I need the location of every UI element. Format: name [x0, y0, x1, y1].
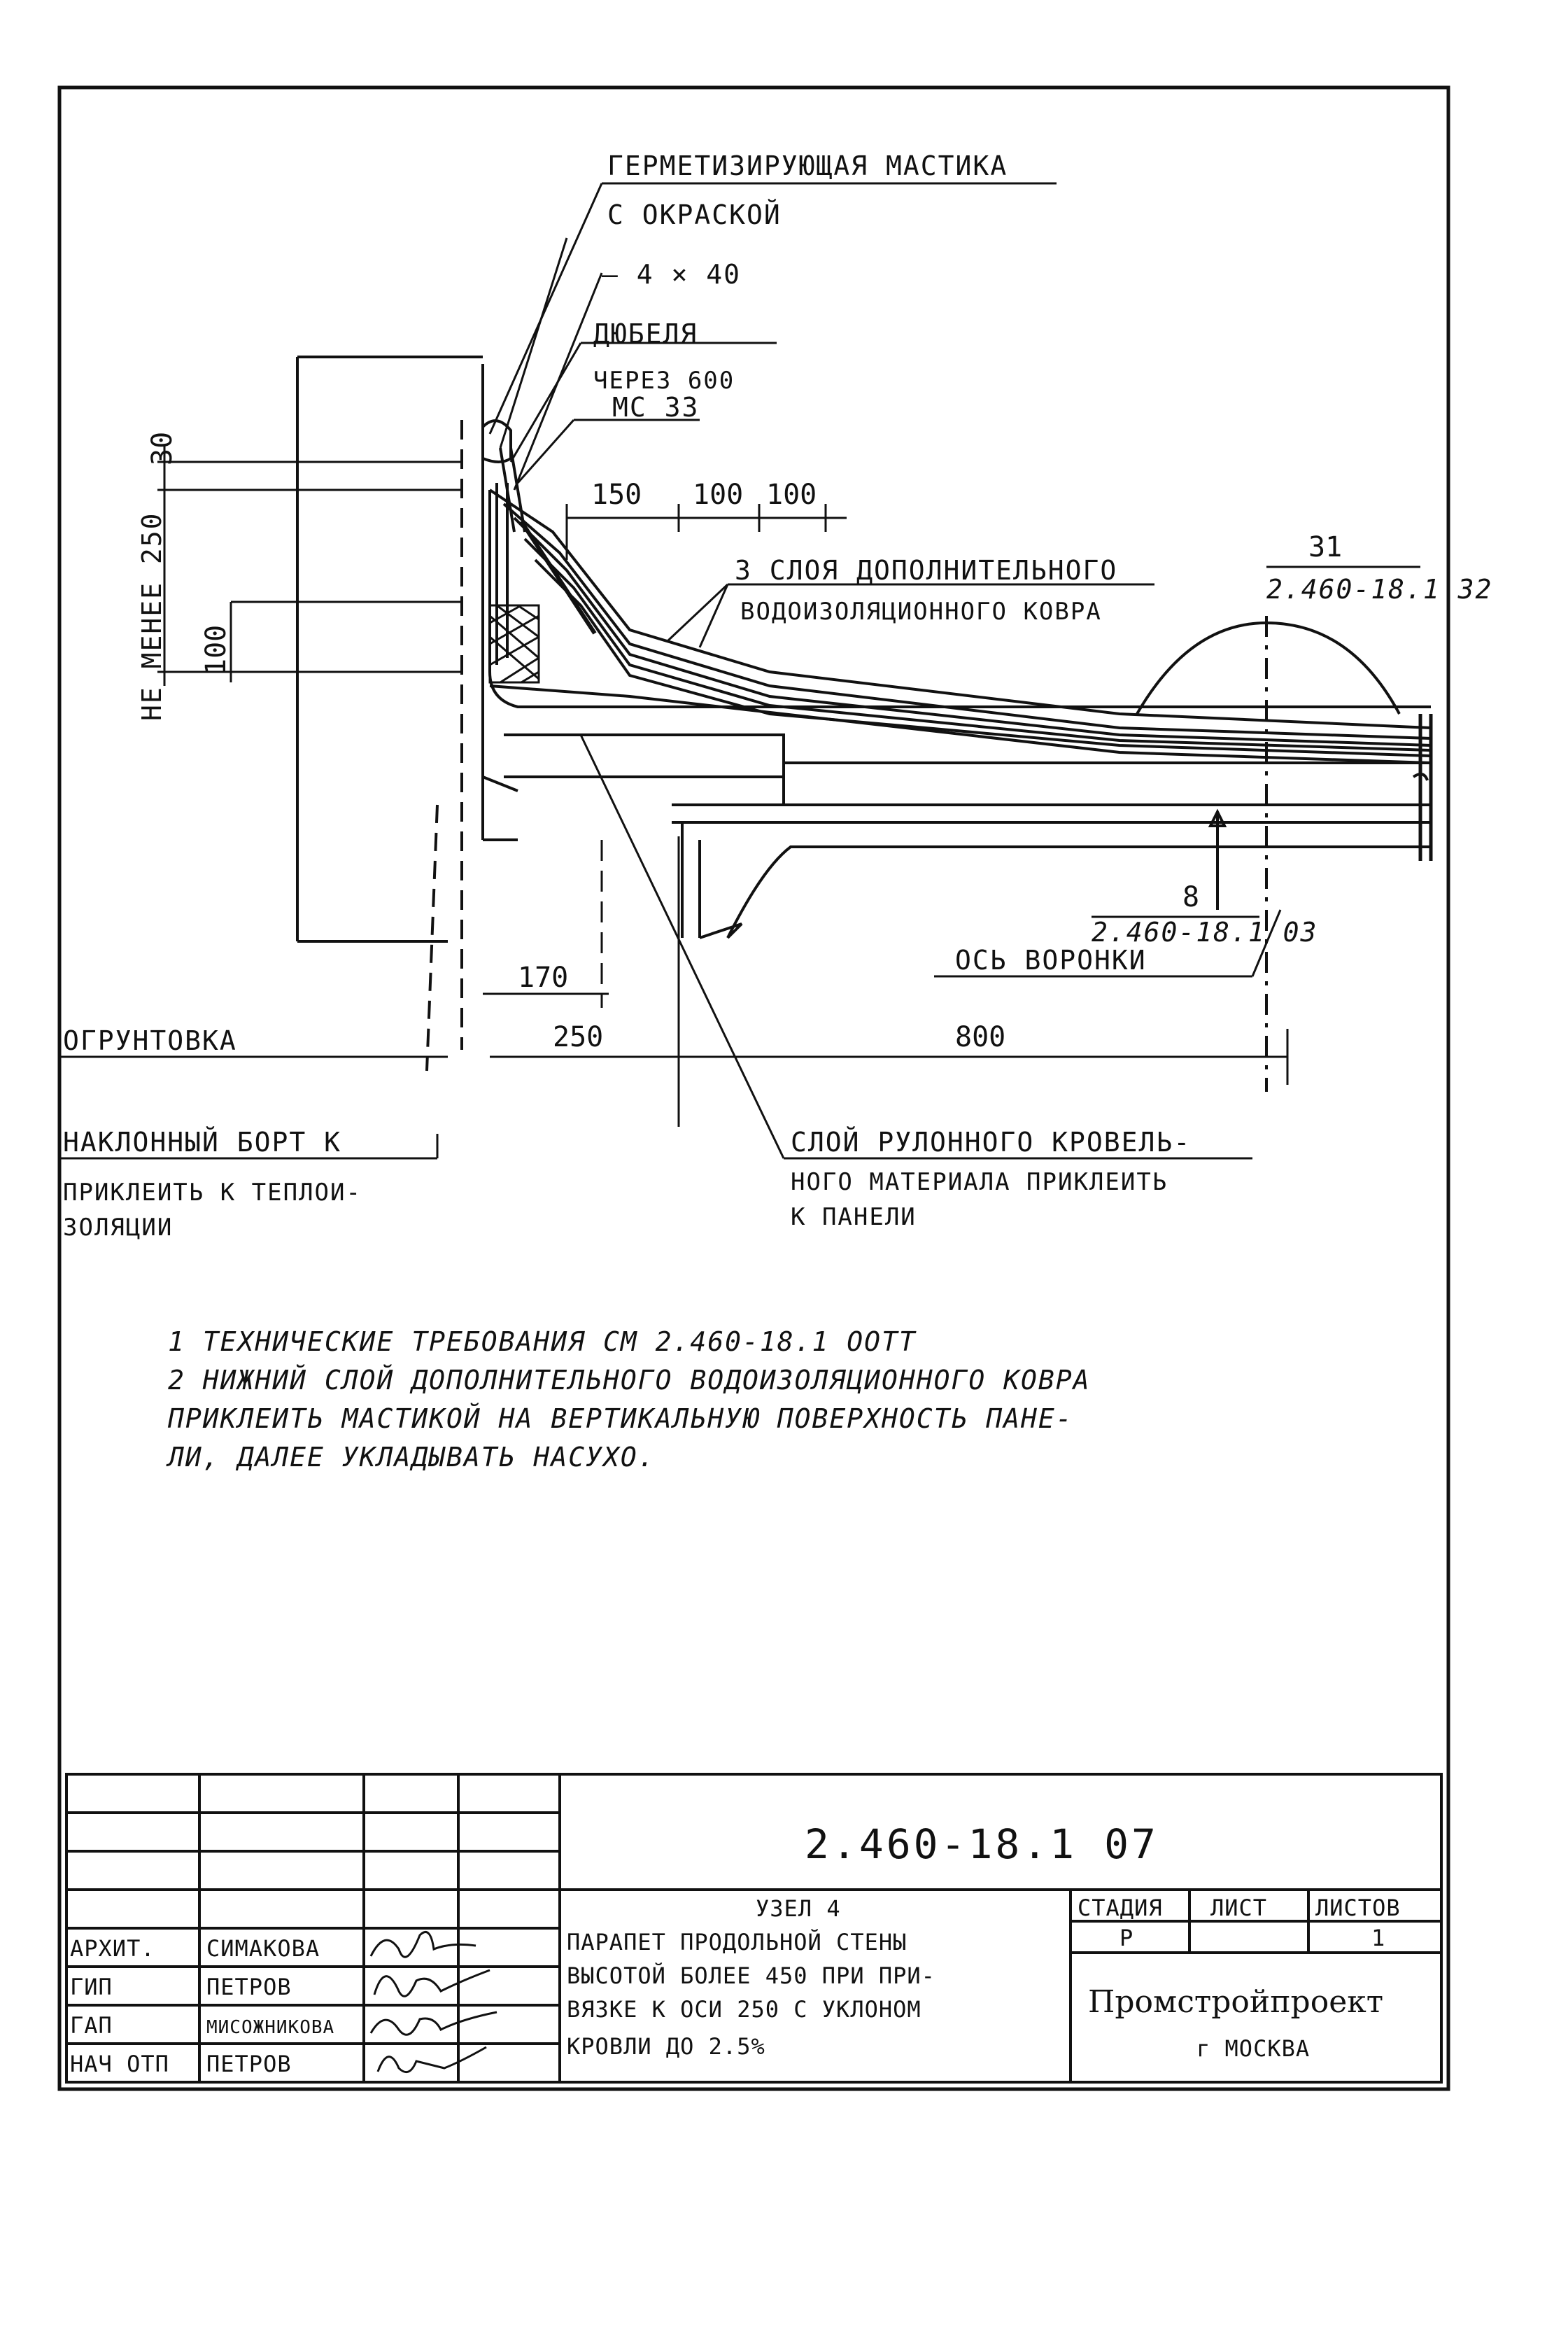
inclined-board-label-2: ПРИКЛЕИТЬ К ТЕПЛОИ- [63, 1179, 362, 1207]
stage-header: СТАДИЯ [1078, 1895, 1163, 1921]
sheets-value: 1 [1371, 1925, 1385, 1951]
roll-layer-label-1: СЛОЙ РУЛОННОГО КРОВЕЛЬ- [791, 1127, 1191, 1158]
ref8-sheet: 2.460-18.1 03 [1092, 917, 1318, 948]
roll-layer-label-2: НОГО МАТЕРИАЛА ПРИКЛЕИТЬ [791, 1168, 1168, 1196]
dimension-lines [157, 444, 1289, 1127]
sheets-header: ЛИСТОВ [1315, 1895, 1401, 1921]
dim-100b: 100 [766, 479, 817, 511]
signer-name-3: МИСОЖНИКОВА [206, 2017, 334, 2038]
height-min-label: НЕ МЕНЕЕ 250 [136, 512, 167, 721]
title-line-4: ВЯЗКЕ К ОСИ 250 С УКЛОНОМ [567, 1996, 921, 2023]
roof-panel-and-beam [481, 714, 1433, 939]
organization-name: Промстройпроект [1088, 1984, 1383, 2020]
ref31-number: 31 [1308, 531, 1342, 563]
funnel-axis-label: ОСЬ ВОРОНКИ [955, 945, 1147, 976]
extra-layers-label-2: ВОДОИЗОЛЯЦИОННОГО КОВРА [740, 598, 1102, 626]
signer-name-4: ПЕТРОВ [206, 2051, 292, 2077]
title-line-3: ВЫСОТОЙ БОЛЕЕ 450 ПРИ ПРИ- [567, 1962, 935, 1989]
dim-30: 30 [146, 432, 178, 465]
title-block [65, 1773, 1443, 2084]
note-1: 1 ТЕХНИЧЕСКИЕ ТРЕБОВАНИЯ СМ 2.460-18.1 О… [168, 1326, 917, 1357]
note-2-cont-2: ЛИ, ДАЛЕЕ УКЛАДЫВАТЬ НАСУХО. [166, 1442, 656, 1473]
signer-role-2: ГИП [70, 1974, 113, 2000]
signer-role-3: ГАП [70, 2012, 113, 2039]
handwritten-signatures [369, 1931, 497, 2074]
dim-170: 170 [518, 962, 568, 994]
title-line-1: УЗЕЛ 4 [756, 1895, 841, 1922]
signer-role-1: АРХИТ. [70, 1935, 155, 1962]
ref8-number: 8 [1182, 881, 1199, 913]
sealant-label-1: ГЕРМЕТИЗИРУЮЩАЯ МАСТИКА [607, 150, 1008, 181]
sealant-label-2: С ОКРАСКОЙ [607, 199, 782, 230]
parapet-wall [296, 356, 484, 1072]
axis-bubble [652, 1121, 705, 1174]
signer-role-4: НАЧ ОТП [70, 2051, 169, 2077]
dim-250: 250 [553, 1021, 603, 1053]
stage-value: Р [1120, 1925, 1133, 1951]
leader-lines [59, 182, 1282, 1160]
dowels-label-2: ЧЕРЕЗ 600 [593, 367, 735, 395]
mastic-label: МС 33 [612, 392, 699, 423]
dim-100-vertical: 100 [200, 625, 232, 675]
organization-city: г МОСКВА [1196, 2035, 1310, 2062]
funnel-arc [1136, 616, 1401, 1092]
roll-layer-label-3: К ПАНЕЛИ [791, 1203, 917, 1231]
dim-100a: 100 [693, 479, 743, 511]
strip-label: — 4 × 40 [602, 259, 741, 290]
insulation-block [488, 604, 540, 684]
roof-layers [488, 483, 1432, 764]
signer-name-1: СИМАКОВА [206, 1935, 320, 1962]
title-line-2: ПАРАПЕТ ПРОДОЛЬНОЙ СТЕНЫ [567, 1929, 907, 1955]
dim-150: 150 [591, 479, 642, 511]
doc-code: 2.460-18.1 07 [805, 1820, 1159, 1868]
extra-layers-label-1: 3 СЛОЯ ДОПОЛНИТЕЛЬНОГО [735, 555, 1117, 586]
sheet-header: ЛИСТ [1210, 1895, 1267, 1921]
primer-label: ОГРУНТОВКА [63, 1025, 237, 1056]
inclined-board-label-3: ЗОЛЯЦИИ [63, 1214, 173, 1242]
dowels-label-1: ДЮБЕЛЯ [593, 318, 698, 349]
inclined-board-label-1: НАКЛОННЫЙ БОРТ К [63, 1127, 341, 1158]
title-line-5: КРОВЛИ ДО 2.5% [567, 2033, 765, 2060]
note-2: 2 НИЖНИЙ СЛОЙ ДОПОЛНИТЕЛЬНОГО ВОДОИЗОЛЯЦ… [168, 1365, 1091, 1396]
ref31-sheet: 2.460-18.1 32 [1266, 574, 1492, 605]
dim-800: 800 [955, 1021, 1005, 1053]
note-2-cont-1: ПРИКЛЕИТЬ МАСТИКОЙ НА ВЕРТИКАЛЬНУЮ ПОВЕР… [167, 1403, 1073, 1434]
signer-name-2: ПЕТРОВ [206, 1974, 292, 2000]
sheet-frame [57, 85, 1450, 2091]
